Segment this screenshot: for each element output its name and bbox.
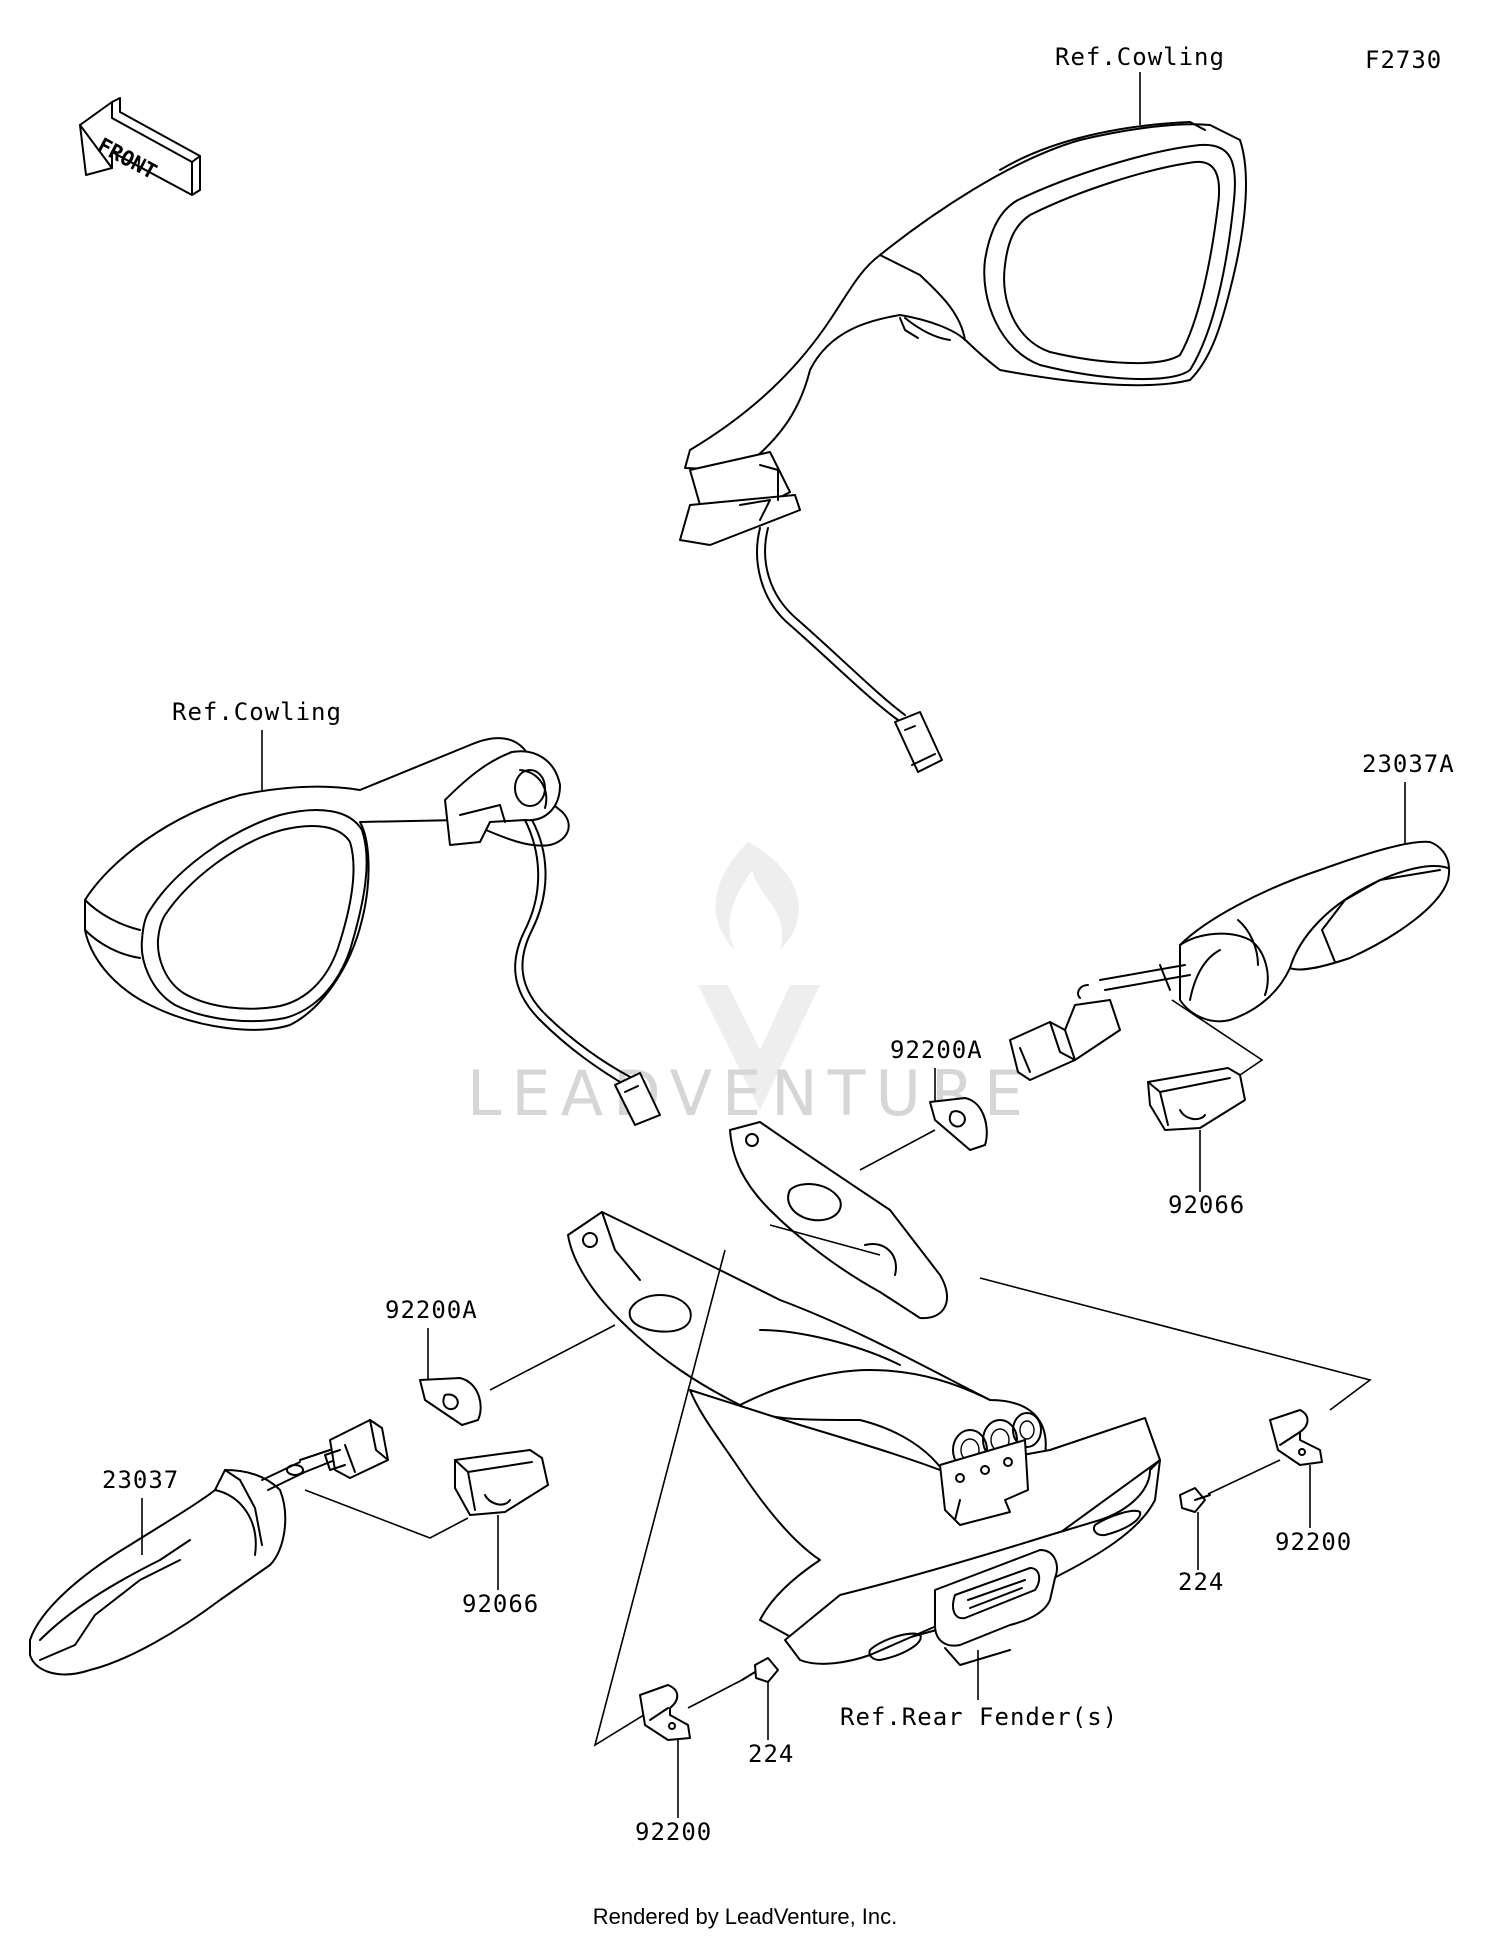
label-92200A-left: 92200A xyxy=(385,1296,478,1324)
label-23037A: 23037A xyxy=(1362,750,1455,778)
left-grommet-92200A xyxy=(419,1377,482,1426)
left-screw-224 xyxy=(741,1657,779,1683)
right-clip-92200 xyxy=(1269,1409,1323,1466)
label-92200-left: 92200 xyxy=(635,1818,712,1846)
left-turn-signal xyxy=(29,1419,389,1676)
label-224-left: 224 xyxy=(748,1740,794,1768)
left-clamp-92066 xyxy=(454,1449,549,1516)
label-92066-left: 92066 xyxy=(462,1590,539,1618)
watermark-text: LEADVENTURE xyxy=(467,1057,1033,1130)
rear-fender xyxy=(689,1389,1161,1666)
watermark-logo-icon xyxy=(698,842,820,1110)
upper-bracket xyxy=(729,1121,949,1320)
left-mirror xyxy=(84,737,661,1126)
label-92066-right: 92066 xyxy=(1168,1191,1245,1219)
label-23037: 23037 xyxy=(102,1466,179,1494)
diagram-code: F2730 xyxy=(1365,46,1442,74)
footer-credit: Rendered by LeadVenture, Inc. xyxy=(593,1904,898,1929)
right-clamp-92066 xyxy=(1147,1067,1246,1131)
front-arrow-icon: FRONT xyxy=(79,97,201,196)
label-92200A-right: 92200A xyxy=(890,1036,983,1064)
right-screw-224 xyxy=(1179,1487,1211,1513)
right-grommet-92200A xyxy=(929,1097,988,1151)
label-ref-cowling-left: Ref.Cowling xyxy=(172,698,342,726)
left-clip-92200 xyxy=(639,1684,691,1741)
label-ref-rear-fender: Ref.Rear Fender(s) xyxy=(840,1703,1118,1731)
label-224-right: 224 xyxy=(1178,1568,1224,1596)
right-turn-signal xyxy=(1009,840,1450,1081)
right-mirror xyxy=(679,121,1247,773)
label-92200-right: 92200 xyxy=(1275,1528,1352,1556)
label-ref-cowling-top: Ref.Cowling xyxy=(1055,43,1225,71)
